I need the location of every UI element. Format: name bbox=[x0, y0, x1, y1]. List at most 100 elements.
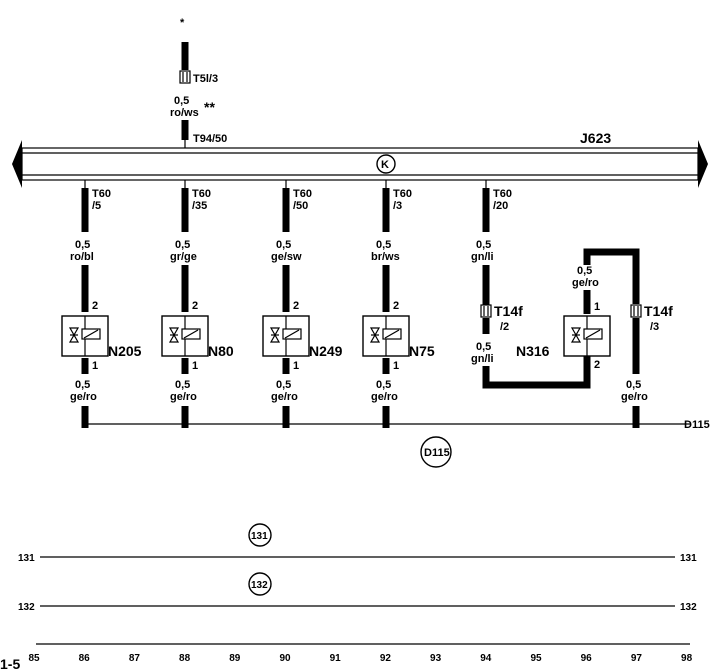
pin-line2: /20 bbox=[493, 200, 508, 212]
pin-b: 1 bbox=[293, 360, 299, 372]
color-bottom: ge/ro bbox=[621, 391, 648, 403]
output-n316: T60 /20 0,5 gn/li T14f /2 0,5 gn/li 0,5 … bbox=[471, 180, 673, 428]
color-bottom: ge/ro bbox=[170, 391, 197, 403]
ground-circle bbox=[420, 436, 452, 468]
control-unit-label: J623 bbox=[580, 130, 611, 146]
top-feed: * T5l/3 0,5 ro/ws ** T94/50 bbox=[170, 17, 227, 148]
ground-connection: D115 D115 bbox=[85, 419, 710, 468]
pin-a: 2 bbox=[393, 300, 399, 312]
ground-label: D115 bbox=[684, 419, 710, 431]
pin-line1: T60 bbox=[192, 188, 211, 200]
bus-left-label: 131 bbox=[18, 553, 35, 564]
column-number: 87 bbox=[129, 653, 141, 664]
pin-b: 1 bbox=[393, 360, 399, 372]
ground-k-symbol bbox=[376, 154, 396, 174]
pin-b: 2 bbox=[594, 359, 600, 371]
plug-a-line1: T14f bbox=[494, 303, 523, 319]
bus-circle-label: 131 bbox=[251, 531, 268, 542]
top-plug-symbol bbox=[179, 70, 191, 84]
column-number: 89 bbox=[229, 653, 241, 664]
gauge-top: 0,5 bbox=[175, 239, 190, 251]
gauge-bottom: 0,5 bbox=[75, 379, 90, 391]
top-star: * bbox=[180, 17, 185, 29]
column-number: 93 bbox=[430, 653, 442, 664]
plug-b-line2: /3 bbox=[650, 321, 659, 333]
control-unit: J623 K bbox=[12, 130, 708, 188]
arrow-right-icon bbox=[698, 140, 708, 188]
gauge-top: 0,5 bbox=[75, 239, 90, 251]
bus-131: 131 131 131 bbox=[18, 523, 697, 564]
color-right: ge/ro bbox=[572, 277, 599, 289]
column-number: 96 bbox=[581, 653, 593, 664]
gauge-bottom: 0,5 bbox=[276, 379, 291, 391]
pin-line2: /5 bbox=[92, 200, 101, 212]
gauge-bottom: 0,5 bbox=[376, 379, 391, 391]
pin-a: 2 bbox=[92, 300, 98, 312]
wire-loop-bottom bbox=[482, 356, 591, 389]
pin-b: 1 bbox=[92, 360, 98, 372]
column-number: 95 bbox=[530, 653, 542, 664]
plug-symbol bbox=[480, 304, 492, 318]
gauge-mid: 0,5 bbox=[476, 341, 491, 353]
pin-line1: T60 bbox=[493, 188, 512, 200]
top-color: ro/ws bbox=[170, 107, 199, 119]
bus-circle bbox=[248, 523, 272, 547]
column-number: 88 bbox=[179, 653, 191, 664]
plug-b-line1: T14f bbox=[644, 303, 673, 319]
column-number: 85 bbox=[28, 653, 40, 664]
plug-a-line2: /2 bbox=[500, 321, 509, 333]
pin-a: 2 bbox=[192, 300, 198, 312]
pin-line1: T60 bbox=[393, 188, 412, 200]
bus-left-label: 132 bbox=[18, 602, 35, 613]
bus-right-label: 131 bbox=[680, 553, 697, 564]
pin-line1: T60 bbox=[92, 188, 111, 200]
output-n75: T60 /3 0,5 br/ws 2 N75 1 0,5 ge/ro bbox=[362, 180, 435, 428]
column-number: 86 bbox=[79, 653, 91, 664]
bus-132: 132 132 132 bbox=[18, 572, 697, 613]
top-gauge: 0,5 bbox=[174, 95, 189, 107]
wire-loop-top bbox=[583, 248, 640, 304]
top-plug-label: T5l/3 bbox=[193, 73, 218, 85]
component-label: N316 bbox=[516, 343, 550, 359]
pin-line2: /3 bbox=[393, 200, 402, 212]
color-bottom: ge/ro bbox=[70, 391, 97, 403]
column-number: 91 bbox=[330, 653, 342, 664]
gauge-right: 0,5 bbox=[577, 265, 592, 277]
pin-line2: /50 bbox=[293, 200, 308, 212]
output-n249: T60 /50 0,5 ge/sw 2 N249 1 0,5 ge/ro bbox=[262, 180, 343, 428]
ground-circle-label: D115 bbox=[424, 447, 450, 459]
arrow-left-icon bbox=[12, 140, 22, 188]
color-top: br/ws bbox=[371, 251, 400, 263]
gauge-bottom: 0,5 bbox=[626, 379, 641, 391]
component-label: N205 bbox=[108, 343, 142, 359]
gauge-top: 0,5 bbox=[476, 239, 491, 251]
color-top: gn/li bbox=[471, 251, 494, 263]
color-mid: gn/li bbox=[471, 353, 494, 365]
output-n80: T60 /35 0,5 gr/ge 2 N80 1 0,5 ge/ro bbox=[161, 180, 234, 428]
column-number: 94 bbox=[480, 653, 492, 664]
column-number: 98 bbox=[681, 653, 693, 664]
component-label: N75 bbox=[409, 343, 435, 359]
color-top: ro/bl bbox=[70, 251, 94, 263]
column-number: 97 bbox=[631, 653, 643, 664]
pin-line2: /35 bbox=[192, 200, 207, 212]
color-top: gr/ge bbox=[170, 251, 197, 263]
color-bottom: ge/ro bbox=[371, 391, 398, 403]
control-unit-symbol: K bbox=[381, 159, 389, 171]
column-number: 92 bbox=[380, 653, 392, 664]
pin-a: 2 bbox=[293, 300, 299, 312]
plug-symbol bbox=[630, 304, 642, 318]
bus-circle-label: 132 bbox=[251, 580, 268, 591]
top-pin-label: T94/50 bbox=[193, 133, 227, 145]
gauge-top: 0,5 bbox=[276, 239, 291, 251]
component-label: N80 bbox=[208, 343, 234, 359]
bus-right-label: 132 bbox=[680, 602, 697, 613]
output-n205: T60 /5 0,5 ro/bl 2 N205 1 0,5 ge/ro bbox=[61, 180, 142, 428]
color-top: ge/sw bbox=[271, 251, 302, 263]
gauge-bottom: 0,5 bbox=[175, 379, 190, 391]
top-note: ** bbox=[204, 99, 215, 115]
gauge-top: 0,5 bbox=[376, 239, 391, 251]
color-bottom: ge/ro bbox=[271, 391, 298, 403]
